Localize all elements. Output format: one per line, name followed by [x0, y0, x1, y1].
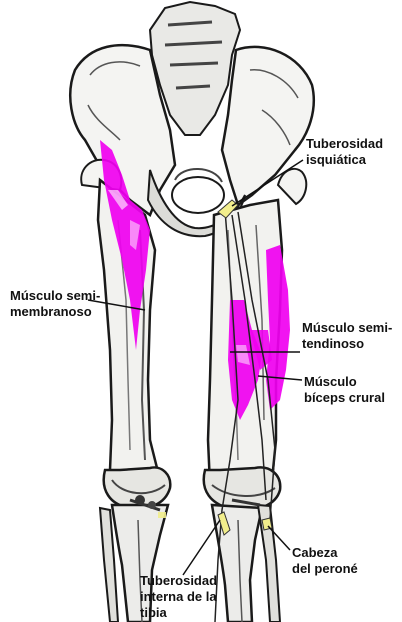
label-biceps-crural: Músculo bíceps crural: [304, 374, 385, 406]
label-tuberosidad-isquiatica: Tuberosidad isquiática: [306, 136, 383, 168]
label-line: Músculo: [304, 374, 385, 390]
right-biceps-femoris: [266, 245, 290, 410]
label-line: Tuberosidad: [140, 573, 217, 589]
label-tuberosidad-interna-tibia: Tuberosidad interna de la tibia: [140, 573, 217, 621]
label-line: isquiática: [306, 152, 383, 168]
label-semimembranoso: Músculo semi- membranoso: [10, 288, 100, 320]
label-line: membranoso: [10, 304, 100, 320]
label-line: Cabeza: [292, 545, 358, 561]
label-line: interna de la: [140, 589, 217, 605]
label-semitendinoso: Músculo semi- tendinoso: [302, 320, 392, 352]
label-line: Tuberosidad: [306, 136, 383, 152]
leader-tuberosidad-tibia: [183, 520, 220, 575]
label-line: tibia: [140, 605, 217, 621]
label-line: bíceps crural: [304, 390, 385, 406]
label-cabeza-perone: Cabeza del peroné: [292, 545, 358, 577]
label-line: del peroné: [292, 561, 358, 577]
label-line: Músculo semi-: [10, 288, 100, 304]
label-line: tendinoso: [302, 336, 392, 352]
label-line: Músculo semi-: [302, 320, 392, 336]
